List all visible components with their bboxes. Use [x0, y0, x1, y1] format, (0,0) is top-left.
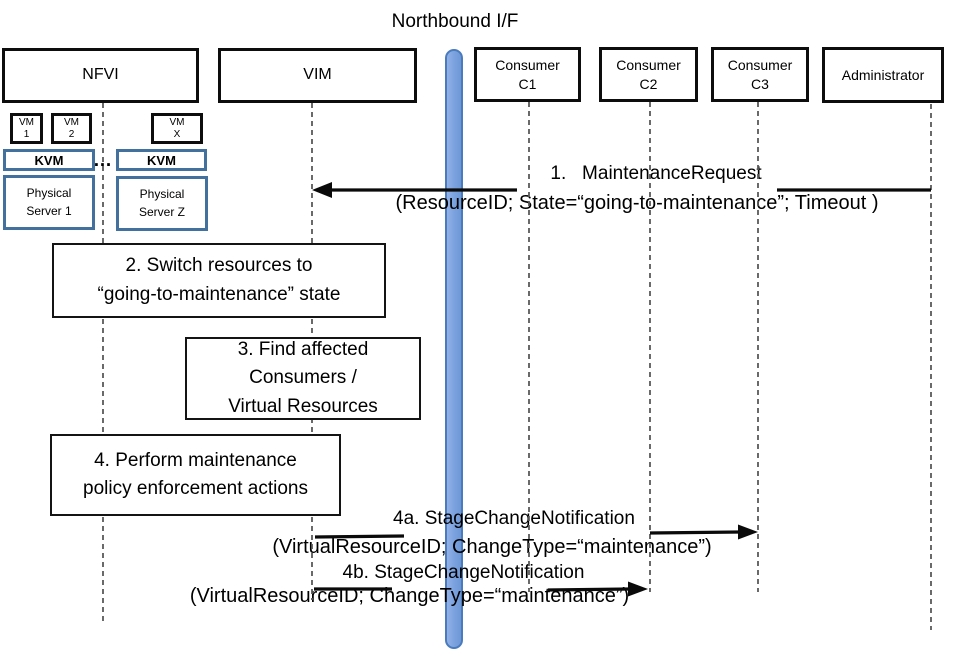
serverz-line2: Server Z [138, 204, 185, 219]
actor-consumer-c2: Consumer C2 [599, 47, 698, 102]
step3-box: 3. Find affected Consumers / Virtual Res… [185, 337, 421, 420]
actor-vim: VIM [218, 48, 417, 103]
step2-line1: 2. Switch resources to [125, 255, 313, 277]
server1-line2: Server 1 [26, 203, 72, 218]
northbound-interface-bar [445, 49, 463, 649]
actor-administrator: Administrator [822, 47, 944, 103]
message-4a-params: (VirtualResourceID; ChangeType=“maintena… [272, 536, 712, 558]
consumer-c3-line1: Consumer [727, 57, 793, 74]
arrow-4a-arrowhead [738, 524, 758, 540]
vm1-line2: 1 [23, 128, 30, 140]
vm2-box: VM 2 [51, 113, 92, 144]
vm1-line1: VM [19, 116, 34, 128]
vm1-box: VM 1 [10, 113, 43, 144]
vmx-line1: VM [169, 116, 185, 128]
step4-line2: policy enforcement actions [83, 478, 308, 499]
step3-line3: Virtual Resources [228, 395, 378, 417]
serverz-line1: Physical [139, 187, 185, 202]
kvm1-box: KVM [3, 149, 95, 171]
consumer-c1-line2: C1 [518, 75, 537, 92]
server1-line1: Physical [26, 186, 72, 201]
arrow-4b-arrowhead [628, 581, 648, 597]
kvm2-box: KVM [116, 149, 207, 171]
actor-nfvi: NFVI [2, 48, 199, 103]
step2-line2: “going-to-maintenance” state [97, 283, 341, 305]
arrow-4b-head-segment [547, 587, 631, 592]
step2-box: 2. Switch resources to “going-to-mainten… [52, 243, 386, 318]
actor-consumer-c3: Consumer C3 [711, 47, 809, 102]
actor-consumer-c1: Consumer C1 [474, 47, 581, 102]
consumer-c2-line2: C2 [639, 75, 658, 92]
step4-line1: 4. Perform maintenance [94, 449, 297, 471]
arrow-4a-tail [314, 534, 405, 539]
ellipsis: … [93, 150, 113, 171]
step3-line2: Consumers / [249, 367, 357, 389]
vm2-line2: 2 [68, 128, 75, 140]
vmx-box: VM X [151, 113, 203, 144]
vmx-line2: X [173, 128, 181, 140]
message-4b-label: 4b. StageChangeNotification [342, 562, 585, 583]
arrow-4a-head-segment [649, 530, 741, 535]
consumer-c3-line2: C3 [751, 75, 769, 92]
arrow-1-arrowhead [312, 182, 332, 198]
message-1-label: 1. MaintenanceRequest [550, 163, 762, 184]
physical-server1-box: Physical Server 1 [3, 175, 95, 230]
page-title: Northbound I/F [391, 11, 519, 32]
step4-box: 4. Perform maintenance policy enforcemen… [50, 434, 341, 516]
physical-serverz-box: Physical Server Z [116, 176, 208, 231]
message-1-params: (ResourceID; State=“going-to-maintenance… [395, 192, 879, 214]
vm2-line1: VM [64, 116, 79, 128]
step3-line1: 3. Find affected [237, 339, 369, 361]
consumer-c2-line1: Consumer [616, 57, 681, 74]
consumer-c1-line1: Consumer [495, 57, 560, 74]
